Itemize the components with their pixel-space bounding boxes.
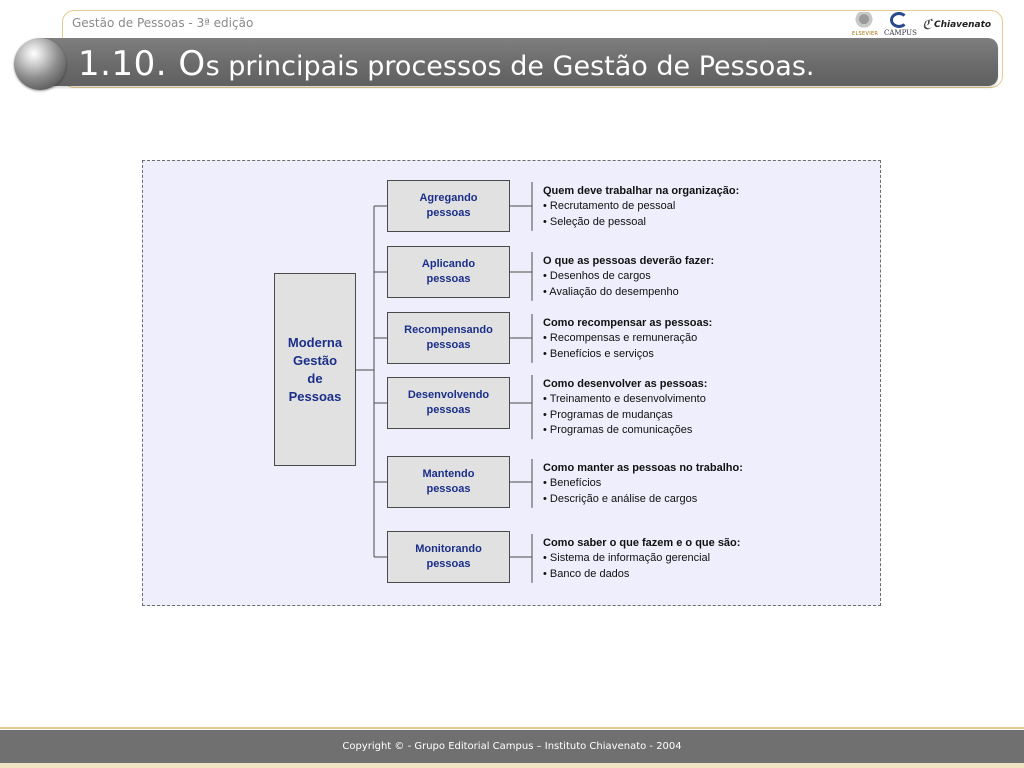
publisher-logos: ELSEVIER CAMPUS ℭ Chiavenato	[850, 11, 992, 39]
process-box: Aplicando pessoas	[387, 246, 510, 298]
process-box: Agregando pessoas	[387, 180, 510, 232]
process-box: Desenvolvendo pessoas	[387, 377, 510, 429]
process-label: Recompensando pessoas	[404, 324, 493, 351]
process-question: Como desenvolver as pessoas:	[543, 378, 708, 390]
process-item: • Programas de comunicações	[543, 423, 693, 436]
center-label: Moderna Gestão de Pessoas	[287, 334, 343, 404]
process-item: • Desenhos de cargos	[543, 270, 651, 283]
process-question: Quem deve trabalhar na organização:	[543, 185, 740, 197]
process-description: Como saber o que fazem e o que são: • Sis…	[543, 536, 740, 582]
elsevier-logo: ELSEVIER	[852, 11, 878, 39]
campus-logo: CAMPUS	[884, 11, 917, 39]
title-sphere-icon	[14, 38, 66, 90]
process-item: • Descrição e análise de cargos	[543, 492, 698, 505]
slide-title: 1.10. Os principais processos de Gestão …	[78, 44, 814, 84]
process-item: • Banco de dados	[543, 567, 630, 580]
process-label: Aplicando pessoas	[421, 258, 476, 285]
process-label: Monitorando pessoas	[415, 543, 482, 570]
footer-accent-line	[0, 727, 1024, 729]
process-description: Como manter as pessoas no trabalho: • Ben…	[543, 461, 743, 507]
process-label: Desenvolvendo pessoas	[407, 389, 490, 416]
copyright-text: Copyright © - Grupo Editorial Campus – I…	[342, 741, 682, 752]
process-box: Mantendo pessoas	[387, 456, 510, 508]
title-bar	[40, 38, 998, 86]
process-question: Como saber o que fazem e o que são:	[543, 537, 741, 549]
slide-title-text: s principais processos de Gestão de Pess…	[205, 51, 815, 82]
process-item: • Recrutamento de pessoal	[543, 200, 676, 213]
process-question: O que as pessoas deverão fazer:	[543, 255, 715, 267]
process-description: Como desenvolver as pessoas: • Treinament…	[543, 377, 707, 438]
process-description: Quem deve trabalhar na organização: • Rec…	[543, 184, 739, 230]
process-item: • Avaliação do desempenho	[543, 285, 679, 298]
center-box: Moderna Gestão de Pessoas	[274, 273, 356, 466]
diagram-panel	[142, 160, 881, 606]
process-item: • Treinamento e desenvolvimento	[543, 393, 706, 406]
process-question: Como manter as pessoas no trabalho:	[543, 462, 743, 474]
footer-bar: Copyright © - Grupo Editorial Campus – I…	[0, 730, 1024, 763]
process-item: • Seleção de pessoal	[543, 215, 646, 228]
process-question: Como recompensar as pessoas:	[543, 317, 713, 329]
process-item: • Benefícios e serviços	[543, 347, 654, 360]
process-item: • Programas de mudanças	[543, 408, 673, 421]
process-item: • Sistema de informação gerencial	[543, 552, 711, 565]
process-description: O que as pessoas deverão fazer: • Desenho…	[543, 254, 714, 300]
process-box: Recompensando pessoas	[387, 312, 510, 364]
process-label: Agregando pessoas	[419, 192, 478, 219]
slide-title-number: 1.10. O	[78, 44, 206, 84]
tree-icon	[855, 12, 873, 30]
footer-bottom-strip	[0, 763, 1024, 768]
process-item: • Recompensas e remuneração	[543, 332, 698, 345]
chiavenato-mark-icon: ℭ	[922, 17, 932, 33]
process-description: Como recompensar as pessoas: • Recompensa…	[543, 316, 712, 362]
campus-swirl-icon	[890, 12, 908, 28]
book-title: Gestão de Pessoas - 3ª edição	[72, 16, 254, 30]
process-box: Monitorando pessoas	[387, 531, 510, 583]
process-item: • Benefícios	[543, 477, 602, 490]
process-label: Mantendo pessoas	[422, 468, 475, 495]
chiavenato-logo: ℭ Chiavenato	[922, 17, 992, 33]
